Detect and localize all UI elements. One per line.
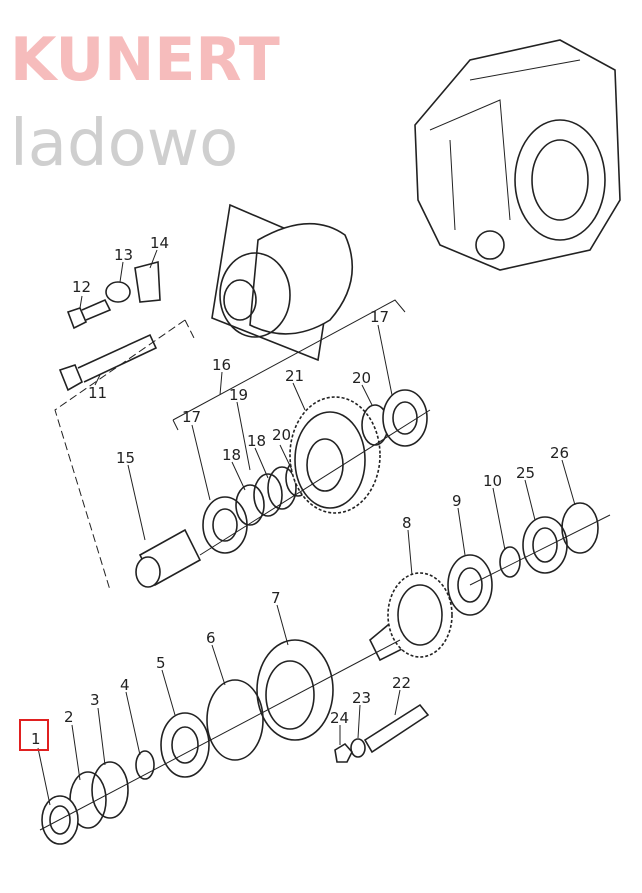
watermark-brand: KUNERT: [10, 25, 280, 95]
label-25[interactable]: 25: [516, 464, 535, 482]
label-13[interactable]: 13: [114, 246, 133, 264]
label-8[interactable]: 8: [402, 514, 412, 532]
coupling-7: [256, 639, 334, 741]
label-16[interactable]: 16: [212, 356, 231, 374]
o-ring-6: [206, 679, 264, 761]
label-1[interactable]: 1: [31, 730, 41, 748]
axis-lines: [39, 409, 611, 831]
label-12[interactable]: 12: [72, 278, 91, 296]
transmission-housing: [414, 39, 621, 271]
o-ring-26: [561, 502, 599, 554]
label-2[interactable]: 2: [64, 708, 74, 726]
bearing-17-lower: [202, 496, 248, 554]
bolt-12: [66, 298, 112, 330]
label-23[interactable]: 23: [352, 689, 371, 707]
gear-8: [369, 572, 453, 662]
label-4[interactable]: 4: [120, 676, 130, 694]
circlip-4: [135, 750, 155, 780]
bearing-17-upper: [382, 389, 428, 447]
label-18-a[interactable]: 18: [222, 446, 241, 464]
label-3[interactable]: 3: [90, 691, 100, 709]
label-7[interactable]: 7: [271, 589, 281, 607]
bolt-11: [58, 333, 158, 392]
label-9[interactable]: 9: [452, 492, 462, 510]
label-24[interactable]: 24: [330, 709, 349, 727]
label-10[interactable]: 10: [483, 472, 502, 490]
label-19[interactable]: 19: [229, 386, 248, 404]
label-18-b[interactable]: 18: [247, 432, 266, 450]
assembly-outline: [54, 319, 196, 591]
ring-3: [91, 761, 129, 819]
group-bracket-16: [172, 299, 406, 431]
watermark-suffix: ladowo: [10, 107, 238, 181]
seal-housing-25: [522, 516, 568, 574]
label-6[interactable]: 6: [206, 629, 216, 647]
bearing-5: [160, 712, 210, 778]
label-20-upper[interactable]: 20: [352, 369, 371, 387]
label-21[interactable]: 21: [285, 367, 304, 385]
label-17-lower[interactable]: 17: [182, 408, 201, 426]
washer-23: [350, 738, 366, 758]
sleeve-15: [135, 528, 202, 588]
gear-21: [289, 396, 381, 514]
washer-13: [105, 281, 131, 303]
lock-plate-14: [134, 260, 161, 303]
label-14[interactable]: 14: [150, 234, 169, 252]
label-5[interactable]: 5: [156, 654, 166, 672]
label-11[interactable]: 11: [88, 384, 107, 402]
highlight-box-part-1: [19, 719, 49, 751]
label-15[interactable]: 15: [116, 449, 135, 467]
bell-housing: [211, 203, 353, 362]
label-26[interactable]: 26: [550, 444, 569, 462]
circlip-10: [499, 546, 521, 578]
stud-22: [363, 703, 430, 754]
label-22[interactable]: 22: [392, 674, 411, 692]
label-17-upper[interactable]: 17: [370, 308, 389, 326]
nut-24: [334, 742, 353, 763]
label-20-lower[interactable]: 20: [272, 426, 291, 444]
leader-lines: [37, 249, 576, 806]
